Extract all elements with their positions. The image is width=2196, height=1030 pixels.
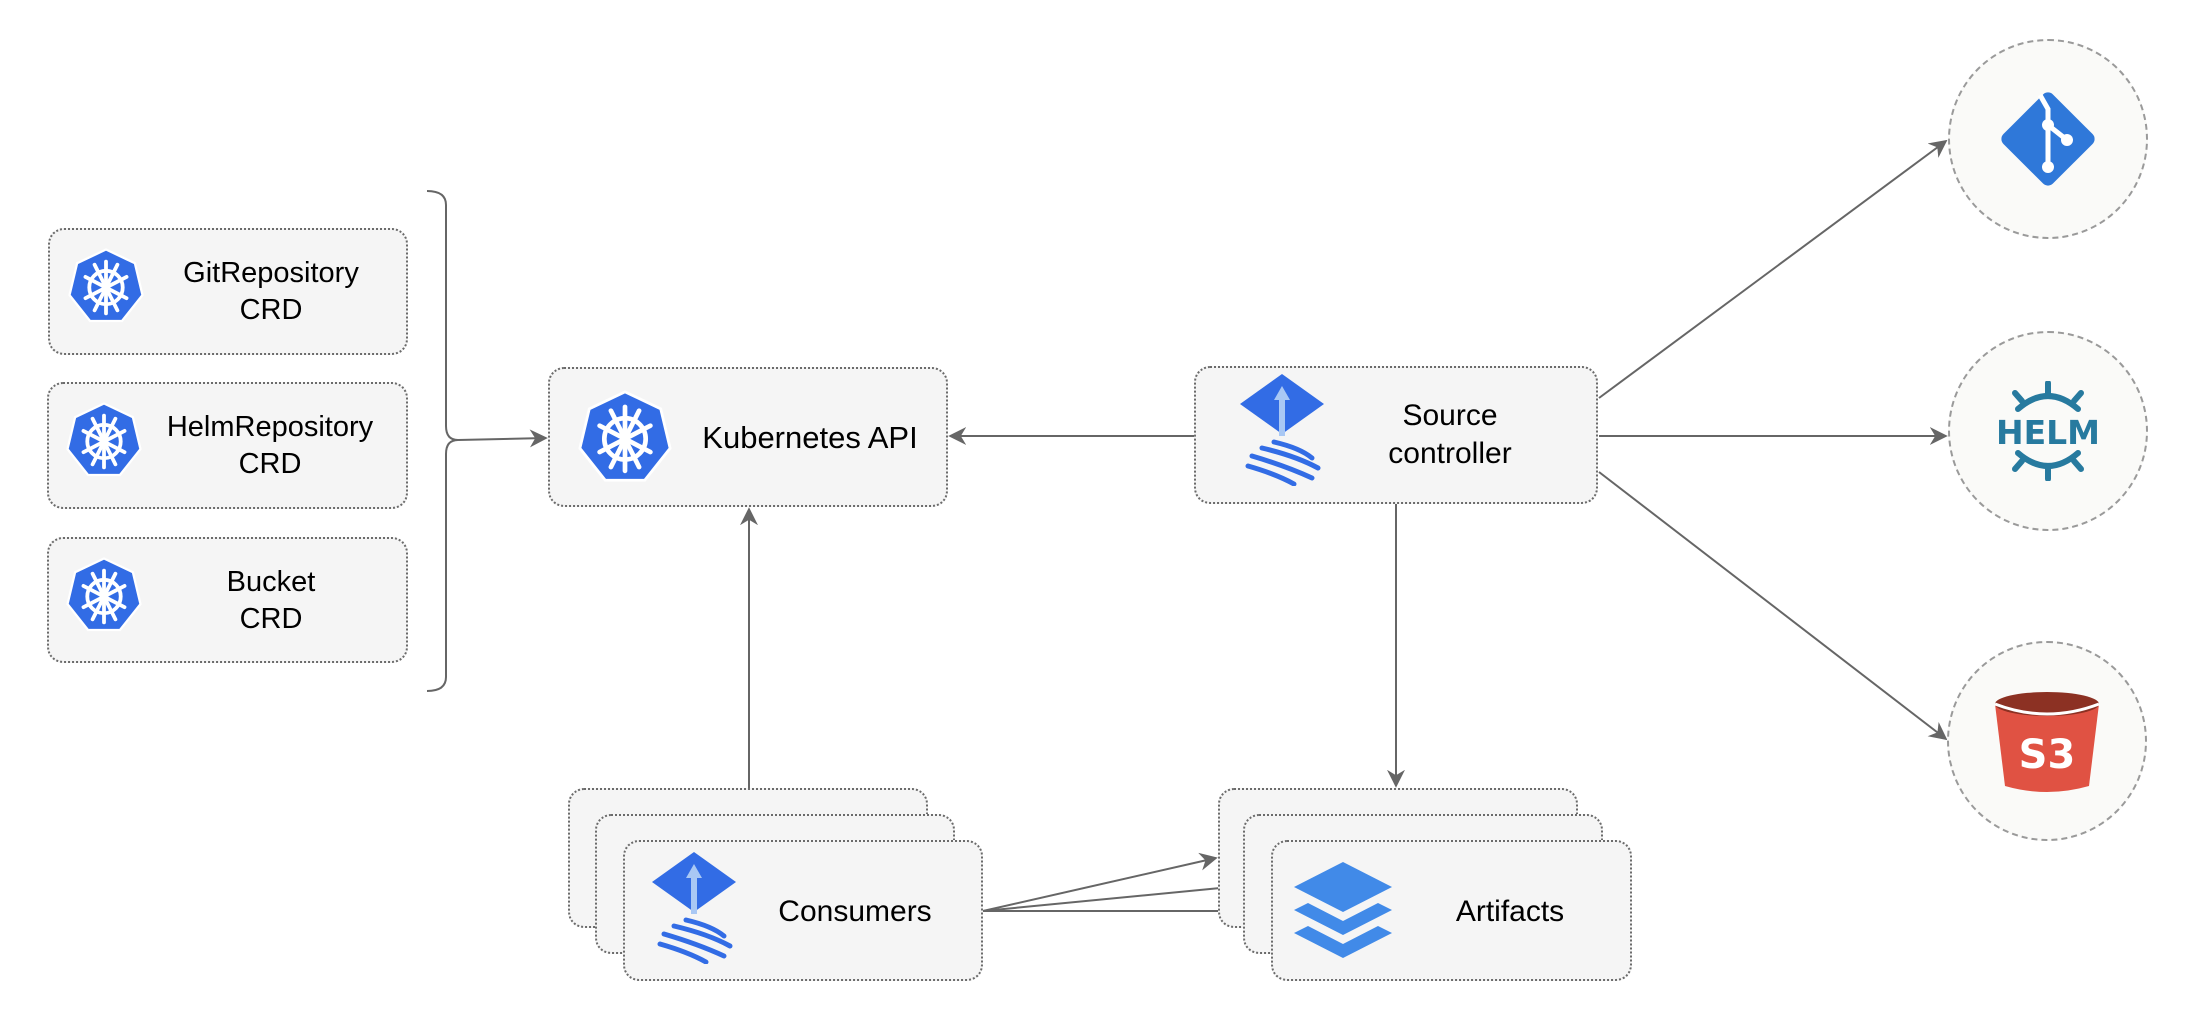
helm-icon: HELM (1996, 381, 2100, 481)
flux-icon (1240, 374, 1324, 486)
artifact-node-front[interactable] (1271, 840, 1632, 981)
bucket-crd-node[interactable] (47, 537, 408, 663)
flux-icon (652, 852, 736, 964)
arrow-consumers-to-artifact-1 (982, 852, 1218, 912)
s3-bucket-icon: S3 (1994, 692, 2100, 792)
crd-suffix: CRD (239, 294, 303, 326)
kubernetes-icon (66, 402, 142, 478)
helm-logo-text: HELM (1996, 413, 2100, 452)
s3-logo-text: S3 (2019, 732, 2076, 778)
layers-icon (1294, 862, 1392, 958)
source-controller-label: Source controller (1340, 397, 1560, 473)
crd-brace (426, 190, 459, 692)
source-controller-line1: Source (1402, 399, 1498, 432)
kubernetes-icon (578, 390, 672, 484)
crd-suffix: CRD (239, 603, 303, 635)
source-controller-node[interactable] (1194, 366, 1598, 504)
kubernetes-api-node[interactable] (548, 367, 948, 507)
kubernetes-api-label: Kubernetes API (702, 420, 918, 455)
crd-name: GitRepository (183, 257, 359, 289)
arrow-source-to-git (1598, 139, 1948, 399)
arrow-crds-to-api (457, 429, 548, 448)
arrow-source-to-s3 (1598, 471, 1948, 741)
arrow-consumers-to-artifact-2 (982, 878, 1243, 912)
git-icon (2001, 92, 2095, 186)
kubernetes-icon (68, 248, 144, 324)
crd-suffix: CRD (238, 448, 302, 480)
kubernetes-icon (66, 557, 142, 633)
crd-name: HelmRepository (166, 411, 374, 443)
crd-name: Bucket (226, 566, 316, 598)
artifacts-label: Artifacts (1455, 895, 1565, 928)
source-controller-line2: controller (1388, 437, 1512, 470)
helm-source-node[interactable] (1948, 331, 2148, 531)
consumers-label: Consumers (778, 895, 932, 928)
